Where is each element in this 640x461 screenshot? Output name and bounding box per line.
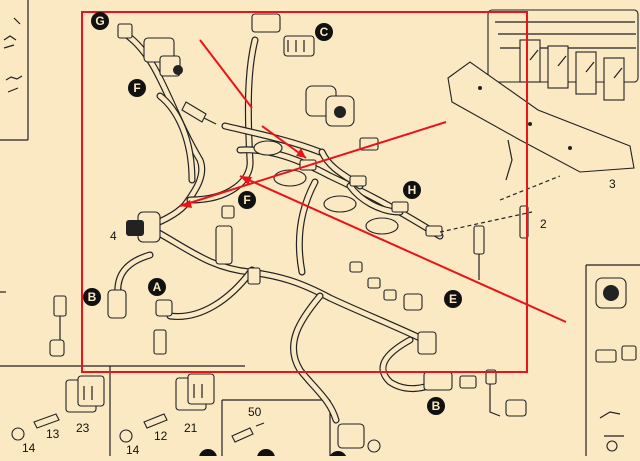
highlight-box	[81, 11, 528, 373]
part-number: 12	[154, 429, 168, 443]
callout-label: F	[133, 81, 140, 95]
callout-badge-C: C	[315, 23, 333, 41]
part-number: 23	[76, 421, 90, 435]
callout-label: F	[243, 193, 250, 207]
callout-label: C	[320, 25, 329, 39]
callout-label: G	[95, 14, 104, 28]
partial-badges	[199, 449, 347, 461]
callout-badge-A: A	[148, 278, 166, 296]
left-panel-connectors	[3, 17, 23, 93]
dashed-leaders	[439, 175, 561, 233]
callout-badge-F-lower: F	[238, 191, 256, 209]
part-number: 2	[540, 217, 547, 231]
engine-intake-manifold	[487, 9, 639, 101]
part-number: 14	[22, 441, 36, 455]
callout-label: B	[432, 399, 441, 413]
mounting-bracket-3	[447, 61, 635, 181]
highlight-arrows	[179, 39, 567, 323]
part-number: 50	[248, 405, 262, 419]
callout-badge-B-lower: B	[427, 397, 445, 415]
callout-label: A	[153, 280, 162, 294]
callout-badge-G: G	[91, 12, 109, 30]
components	[11, 13, 637, 453]
callout-label: E	[449, 292, 457, 306]
callout-badge-F-upper: F	[128, 79, 146, 97]
part-number: 3	[609, 177, 616, 191]
part-number: 4	[110, 229, 117, 243]
part-number: 13	[46, 427, 60, 441]
callout-badge-E: E	[444, 290, 462, 308]
callout-badge-H: H	[403, 181, 421, 199]
callout-label: B	[88, 290, 97, 304]
callout-badge-B-left: B	[83, 288, 101, 306]
part-number: 21	[184, 421, 198, 435]
callout-label: H	[408, 183, 417, 197]
part-number: 14	[126, 443, 140, 456]
